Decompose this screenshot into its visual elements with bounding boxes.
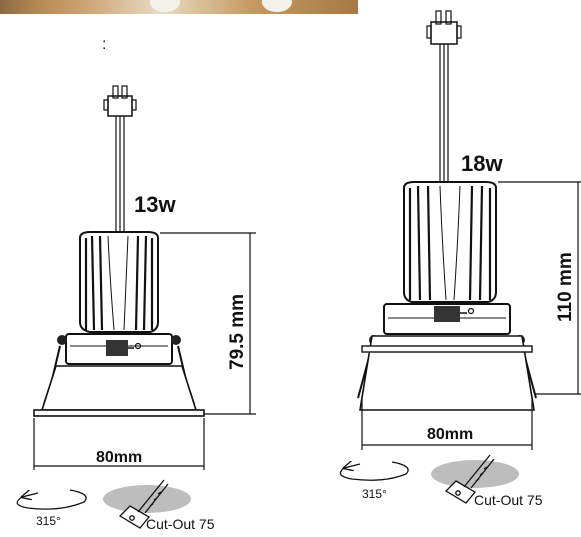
- height-dimension-left: [160, 232, 256, 415]
- height-label-left: 79.5 mm: [227, 293, 248, 370]
- height-label-right: 110 mm: [555, 252, 576, 322]
- wattage-label-left: 13w: [134, 192, 176, 217]
- saw-icon: [118, 479, 169, 529]
- cutout-label-right: Cut-Out 75: [474, 492, 543, 508]
- height-dimension-right: [498, 181, 581, 395]
- cutout-label-left: Cut-Out 75: [146, 516, 215, 532]
- trim-right: [359, 335, 535, 411]
- width-dimension-left: [33, 418, 205, 470]
- width-label-right: 80mm: [427, 426, 474, 443]
- rotation-label-right: 315°: [362, 487, 387, 501]
- heatsink-left: [79, 231, 159, 333]
- trim-left: [33, 365, 205, 417]
- downlight-18w: [339, 10, 581, 504]
- width-dimension-right: [361, 398, 533, 450]
- wattage-label-right: 18w: [461, 151, 503, 176]
- stray-colon: :: [102, 36, 107, 53]
- connector-right: [426, 10, 462, 45]
- connector-left: [103, 85, 137, 117]
- body-left: [57, 333, 181, 365]
- cutout-left: [103, 479, 191, 529]
- product-photo-strip: [0, 0, 358, 14]
- downlight-13w: [16, 85, 256, 529]
- rotation-arrow-left: [16, 489, 87, 510]
- heatsink-right: [403, 181, 497, 303]
- rotation-label-left: 315°: [36, 514, 61, 528]
- cable-left: [115, 116, 125, 238]
- cable-right: [439, 44, 449, 182]
- cutout-right: [431, 454, 519, 504]
- saw-icon: [444, 454, 495, 504]
- rotation-arrow-right: [339, 462, 409, 481]
- width-label-left: 80mm: [96, 449, 143, 466]
